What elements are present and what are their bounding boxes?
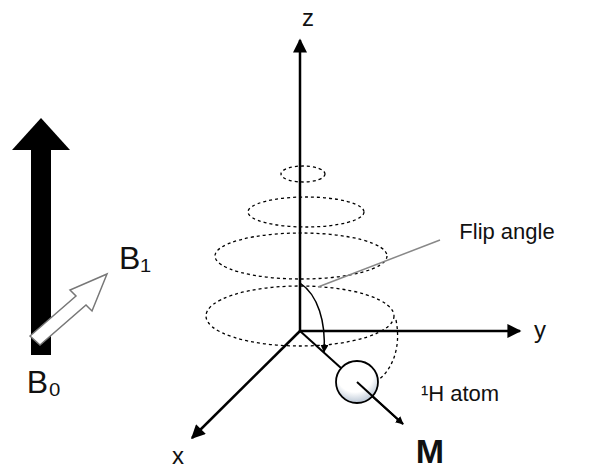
m-vector bbox=[300, 331, 403, 424]
b1-arrow bbox=[30, 274, 107, 345]
axis-label: z bbox=[302, 6, 314, 30]
axis-label: y bbox=[534, 318, 546, 342]
m-vector bbox=[357, 382, 403, 424]
callout-label: Flip angle bbox=[459, 221, 554, 243]
field-label: B₁ bbox=[119, 242, 151, 274]
leader-line bbox=[318, 240, 440, 287]
callout-label: ¹H atom bbox=[421, 383, 499, 405]
field-label: B₀ bbox=[27, 366, 62, 398]
precession-spiral bbox=[206, 166, 398, 380]
vector-label: M bbox=[416, 434, 444, 468]
axis-label: x bbox=[172, 444, 184, 468]
